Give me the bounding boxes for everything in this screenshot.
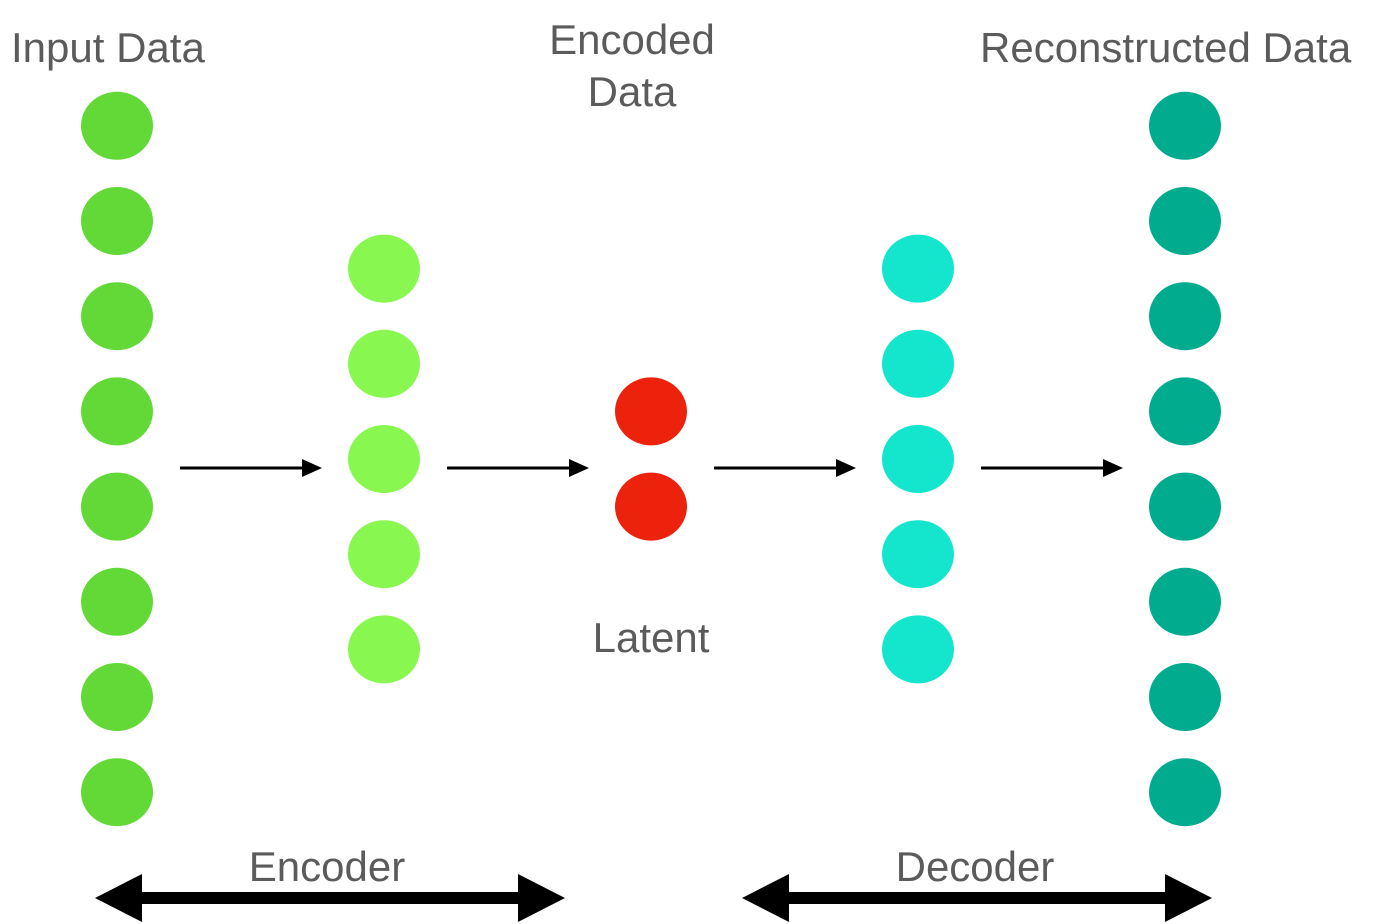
- flow-arrow-encoder-to-latent: [447, 459, 589, 477]
- decoder-label: Decoder: [895, 843, 1055, 890]
- input-node-4: [81, 377, 153, 446]
- encoder-label: Encoder: [248, 843, 406, 890]
- latent-node-1: [615, 377, 687, 446]
- encoded-data-label-line1: Encoded: [549, 16, 715, 63]
- input-node-2: [81, 187, 153, 255]
- output-node-7: [1149, 663, 1221, 731]
- latent-node-2: [615, 472, 687, 541]
- input-node-6: [81, 567, 153, 636]
- latent-label: Latent: [592, 614, 710, 661]
- input-node-1: [81, 91, 153, 160]
- output-node-4: [1149, 377, 1221, 446]
- output-node-1: [1149, 91, 1221, 160]
- encoder-hidden-node-3: [348, 425, 420, 493]
- encoder-span-arrow: [95, 874, 565, 922]
- input-node-7: [81, 663, 153, 731]
- decoder-span-arrow: [742, 874, 1212, 922]
- output-node-8: [1149, 758, 1221, 827]
- input-node-5: [81, 472, 153, 541]
- network-nodes: [81, 91, 1221, 827]
- decoder-hidden-node-1: [882, 234, 954, 303]
- reconstructed-data-label: Reconstructed Data: [980, 24, 1352, 71]
- decoder-hidden-node-4: [882, 520, 954, 589]
- encoded-data-label-line2: Data: [587, 68, 677, 115]
- output-node-3: [1149, 282, 1221, 351]
- decoder-hidden-node-3: [882, 425, 954, 493]
- output-node-5: [1149, 472, 1221, 541]
- input-data-label: Input Data: [11, 24, 205, 71]
- flow-arrows: [180, 459, 1123, 477]
- encoder-hidden-node-5: [348, 615, 420, 684]
- output-node-2: [1149, 187, 1221, 255]
- flow-arrow-decoder-to-output: [981, 459, 1123, 477]
- encoder-hidden-node-1: [348, 234, 420, 303]
- decoder-hidden-node-5: [882, 615, 954, 684]
- flow-arrow-input-to-encoder: [180, 459, 322, 477]
- input-node-3: [81, 282, 153, 351]
- encoded-data-label: Encoded Data: [512, 14, 752, 118]
- encoder-hidden-node-4: [348, 520, 420, 589]
- decoder-hidden-node-2: [882, 329, 954, 398]
- encoder-hidden-node-2: [348, 329, 420, 398]
- flow-arrow-latent-to-decoder: [714, 459, 856, 477]
- input-node-8: [81, 758, 153, 827]
- output-node-6: [1149, 567, 1221, 636]
